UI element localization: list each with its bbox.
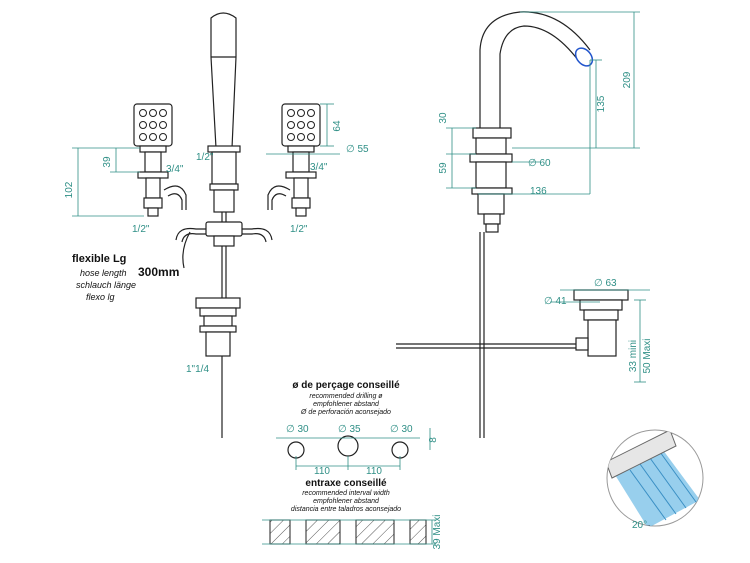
front-waste	[195, 297, 241, 438]
hose-leader	[182, 231, 191, 269]
hole-center: ∅ 35	[338, 424, 361, 435]
interval-line-en: recommended interval width	[302, 490, 390, 497]
interval-line-es: distancia entre taladros aconsejado	[291, 506, 401, 513]
drilling-line-de: empfohlener abstand	[313, 401, 380, 408]
hose-length-value: 300mm	[138, 265, 179, 279]
dim-d55: ∅ 55	[346, 144, 369, 155]
hole-left: ∅ 30	[286, 424, 309, 435]
spray-detail	[606, 429, 704, 527]
dim-102: 102	[64, 181, 75, 198]
drilling-line-es: Ø de perforación aconsejado	[300, 409, 391, 416]
spacing-left: 110	[314, 466, 330, 477]
aerator	[574, 47, 594, 67]
dim-30: 30	[438, 112, 449, 124]
dim-59: 59	[438, 162, 449, 174]
dim-135: 135	[596, 95, 607, 112]
spray-angle: 20°	[632, 520, 647, 531]
countertop-section	[262, 519, 436, 545]
interval-title: entraxe conseillé	[305, 478, 387, 489]
side-view	[396, 11, 640, 438]
dim-d63: ∅ 63	[594, 278, 617, 289]
dim-d41: ∅ 41	[544, 296, 567, 307]
spacing-right: 110	[366, 466, 382, 477]
drilling-holes	[276, 428, 431, 470]
dim-33-mini: 33 mini	[628, 340, 639, 372]
thread-right-12: 1/2"	[290, 224, 308, 235]
thread-right-34: 3/4"	[310, 162, 328, 173]
hose-length-en: hose length	[80, 268, 127, 278]
dim-209: 209	[622, 71, 633, 88]
front-view	[72, 12, 340, 438]
thread-left-12: 1/2"	[132, 224, 150, 235]
dim-39: 39	[102, 156, 113, 168]
right-handle	[267, 103, 321, 217]
drilling-title: ø de perçage conseillé	[292, 380, 400, 391]
hole-right: ∅ 30	[390, 424, 413, 435]
waste-thread: 1"1/4	[186, 364, 209, 375]
drilling-offset: 8	[428, 437, 439, 443]
interval-line-de: empfohlener abstand	[313, 498, 380, 505]
dim-d60: ∅ 60	[528, 158, 551, 169]
hose-length-de: schlauch länge	[76, 280, 136, 290]
spout-body	[210, 12, 237, 149]
left-handle	[133, 103, 187, 217]
drilling-line-en: recommended drilling ø	[309, 393, 383, 400]
dim-50-maxi: 50 Maxi	[642, 338, 653, 373]
thread-left-34: 3/4"	[166, 164, 184, 175]
dim-64: 64	[332, 120, 343, 132]
hose-length-es: flexo lg	[86, 292, 115, 302]
hose-title: flexible Lg	[72, 253, 126, 265]
gooseneck-spout	[479, 11, 591, 128]
dim-136: 136	[530, 186, 547, 197]
waste-view	[550, 289, 650, 383]
t-connector	[175, 221, 273, 247]
interval-thickness: 39 Maxi	[432, 514, 443, 549]
thread-center-12: 1/2"	[196, 152, 214, 163]
